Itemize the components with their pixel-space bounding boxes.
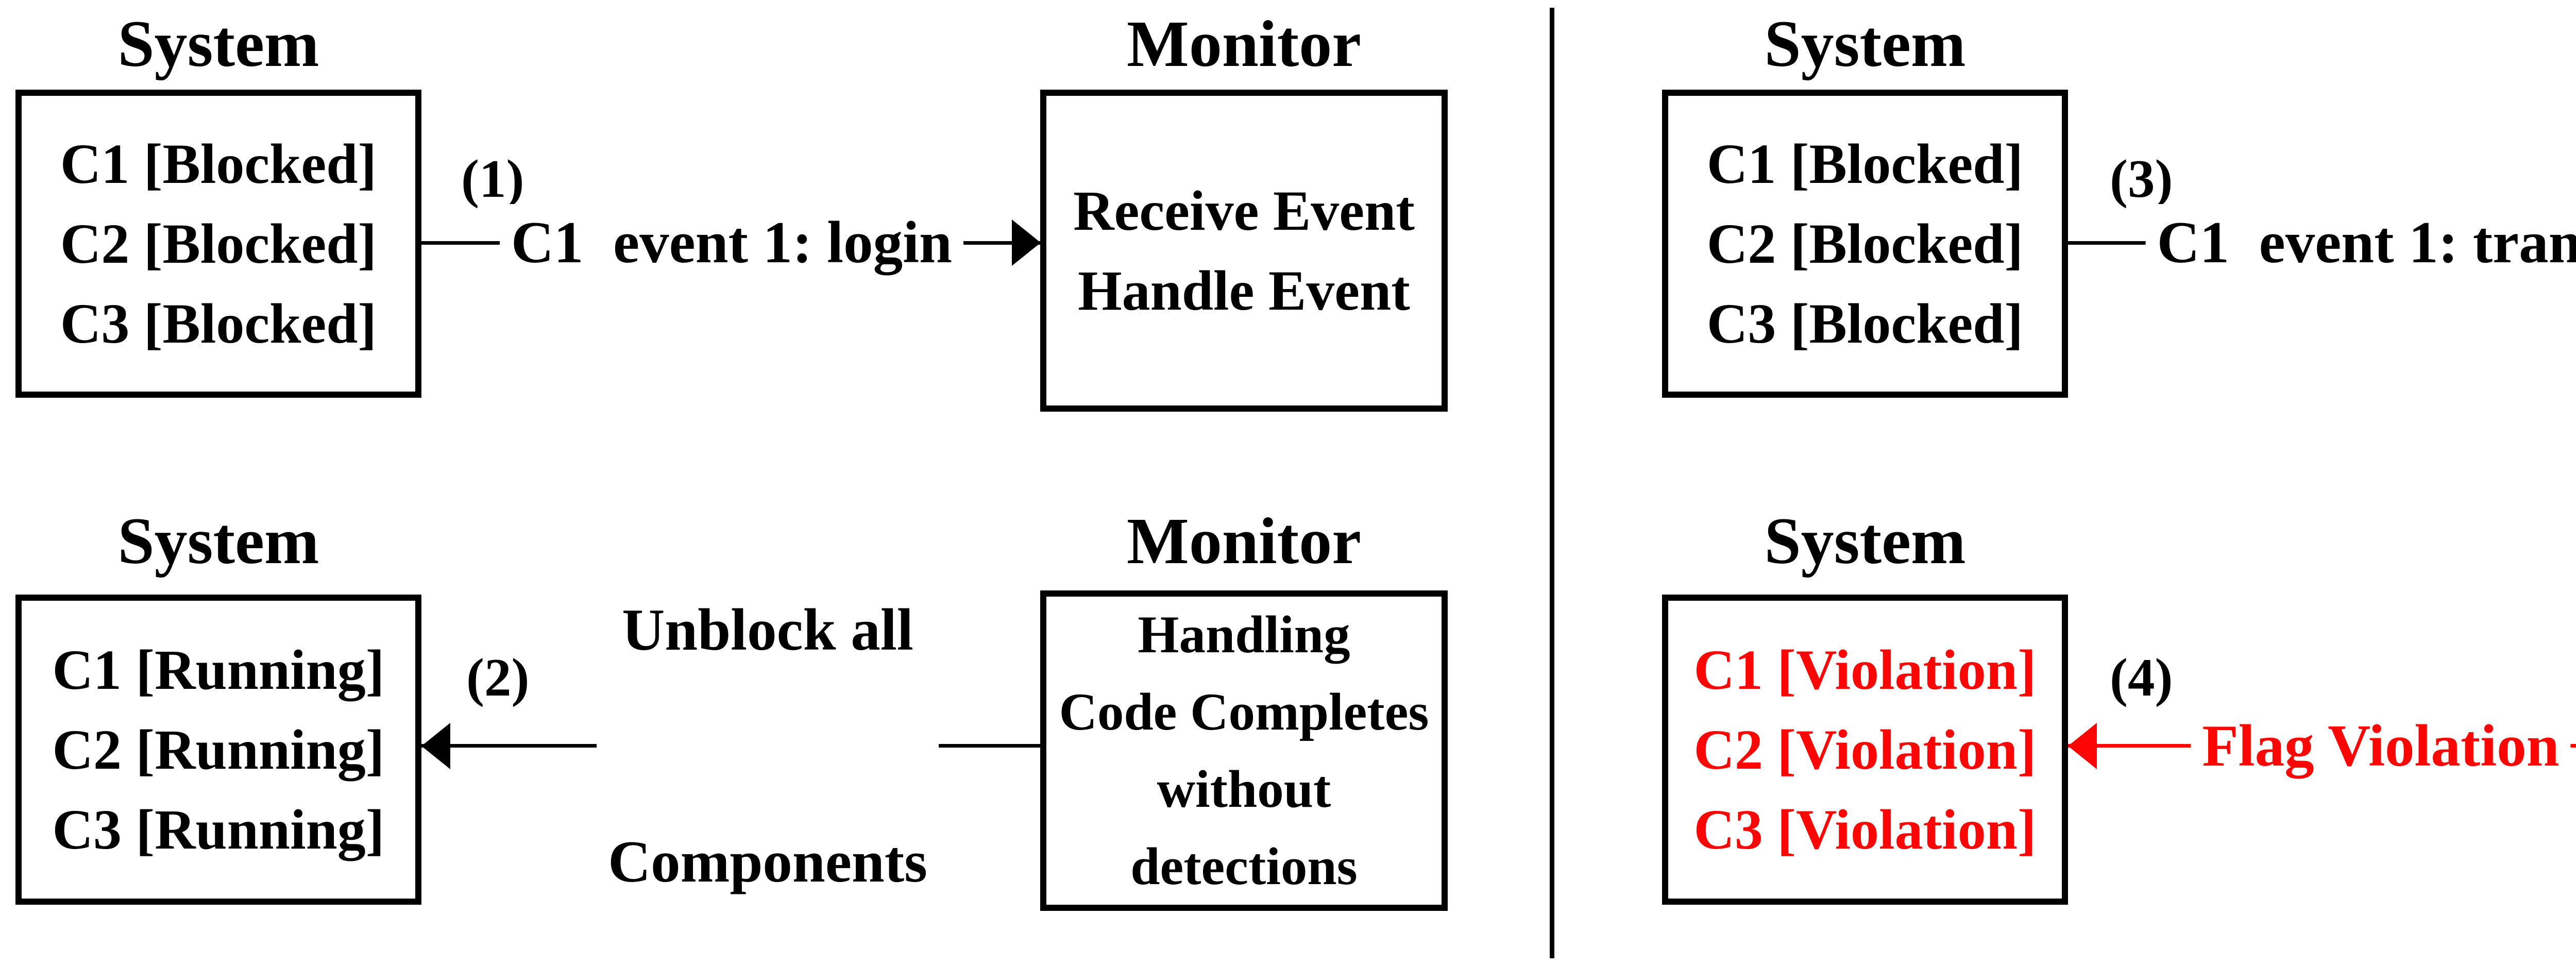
component-status: C1 [Blocked] bbox=[1706, 132, 2024, 195]
system-title: System bbox=[1764, 7, 1966, 80]
arrow-step-number: (4) bbox=[2110, 647, 2173, 707]
flag-violation-arrow-label: Flag Violation bbox=[2191, 707, 2571, 785]
arrowhead-right-icon bbox=[1012, 219, 1041, 266]
panel-divider-line bbox=[1550, 8, 1554, 958]
system-title: System bbox=[117, 7, 319, 80]
system-box: C1 [Violation] C2 [Violation] C3 [Violat… bbox=[1662, 595, 2068, 905]
component-status: C1 [Violation] bbox=[1693, 638, 2037, 701]
component-status: C2 [Blocked] bbox=[1706, 212, 2024, 275]
component-status: C2 [Blocked] bbox=[60, 212, 377, 275]
monitor-action: Handling bbox=[1138, 605, 1350, 664]
arrowhead-left-icon bbox=[2068, 723, 2097, 769]
monitor-action: Code Completes bbox=[1059, 683, 1429, 741]
monitor-action: without bbox=[1157, 760, 1331, 819]
component-status: C2 [Violation] bbox=[1693, 718, 2037, 781]
monitor-action: detections bbox=[1130, 837, 1358, 896]
monitor-title: Monitor bbox=[1127, 7, 1361, 80]
arrowhead-left-icon bbox=[421, 723, 450, 769]
event-arrow-label: C1 event 1: trans bbox=[2145, 204, 2576, 281]
unblock-arrow-label: Unblock all Components bbox=[597, 437, 939, 965]
system-box: C1 [Blocked] C2 [Blocked] C3 [Blocked] bbox=[1662, 90, 2068, 398]
system-box: C1 [Running] C2 [Running] C3 [Running] bbox=[15, 595, 421, 905]
monitor-action: Receive Event bbox=[1073, 179, 1415, 242]
component-status: C1 [Running] bbox=[52, 638, 385, 701]
event-arrow-label: C1 event 1: login bbox=[499, 204, 964, 281]
arrow-step-number: (3) bbox=[2110, 148, 2173, 209]
monitor-action: Handle Event bbox=[1078, 259, 1410, 322]
system-title: System bbox=[1764, 504, 1966, 578]
monitor-title: Monitor bbox=[1127, 504, 1361, 578]
arrow-step-number: (2) bbox=[466, 647, 530, 707]
system-box: C1 [Blocked] C2 [Blocked] C3 [Blocked] bbox=[15, 90, 421, 398]
arrow-step-number: (1) bbox=[461, 148, 524, 209]
monitor-box: Receive Event Handle Event bbox=[1040, 90, 1448, 412]
monitor-box: Handling Code Completes without detectio… bbox=[1040, 590, 1448, 911]
component-status: C3 [Violation] bbox=[1693, 798, 2037, 861]
system-title: System bbox=[117, 504, 319, 578]
unblock-arrow-label-line1: Unblock all bbox=[622, 597, 913, 663]
component-status: C1 [Blocked] bbox=[60, 132, 377, 195]
component-status: C3 [Blocked] bbox=[60, 292, 377, 355]
component-status: C3 [Running] bbox=[52, 798, 385, 861]
component-status: C2 [Running] bbox=[52, 718, 385, 781]
unblock-arrow-label-line2: Components bbox=[608, 829, 927, 894]
component-status: C3 [Blocked] bbox=[1706, 292, 2024, 355]
